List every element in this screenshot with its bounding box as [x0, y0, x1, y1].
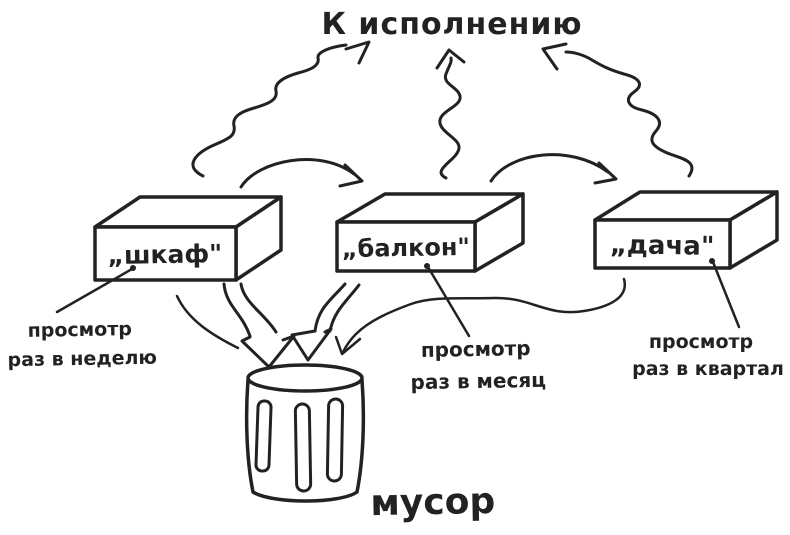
note-shkaf-line2: раз в неделю: [7, 347, 157, 372]
box-balkon-label: „балкон": [342, 233, 471, 263]
box-dacha-label: „дача": [610, 230, 715, 262]
arc-arrow-balkon-to-dacha: [489, 153, 618, 185]
hollow-arrow-balkon-to-trash: [290, 282, 361, 362]
hollow-arrowhead-icon: [240, 334, 296, 369]
pointer-line-note-balkon: [424, 263, 471, 338]
note-dacha: просмотр раз в квартал: [632, 331, 784, 380]
arrowhead-icon: [593, 161, 618, 185]
pointer-line-note-shkaf: [55, 265, 136, 314]
trash-can-body: [244, 378, 366, 503]
arrowhead-icon: [541, 42, 568, 71]
arrowhead-icon: [344, 40, 371, 65]
trash-can-lid: [246, 363, 364, 393]
arrowhead-icon: [435, 48, 466, 70]
note-balkon-line1: просмотр: [421, 336, 531, 362]
arrowhead-icon: [334, 335, 362, 356]
trash-can-slot: [325, 397, 345, 483]
box-dacha: „дача": [593, 190, 779, 270]
pointer-dot: [424, 263, 430, 269]
box-balkon: „балкон": [335, 192, 525, 273]
pointer-dot: [709, 258, 715, 264]
wavy-arrow-balkon-to-title: [435, 48, 466, 180]
note-shkaf-line1: просмотр: [27, 318, 132, 342]
trash-label: мусор: [370, 481, 495, 524]
thin-curve-shkaf-to-trash: [175, 294, 240, 350]
hollow-arrow-shkaf-to-trash: [222, 282, 296, 369]
note-dacha-line2: раз в квартал: [632, 358, 784, 380]
trash-can-slot: [293, 402, 313, 493]
note-dacha-line1: просмотр: [649, 331, 753, 353]
arc-arrow-shkaf-to-balkon: [239, 158, 364, 189]
note-balkon-line2: раз в месяц: [410, 368, 546, 394]
note-shkaf: просмотр раз в неделю: [7, 318, 157, 372]
trash-can-slot: [254, 399, 273, 473]
note-balkon: просмотр раз в месяц: [410, 336, 546, 394]
trash-can: [244, 363, 366, 503]
box-shkaf-label: „шкаф": [107, 239, 222, 270]
arrowhead-icon: [338, 163, 364, 188]
pointer-line-note-dacha: [709, 258, 741, 329]
pointer-dot: [130, 265, 136, 271]
diagram-title: К исполнению: [321, 7, 582, 42]
box-shkaf: „шкаф": [93, 195, 283, 282]
wavy-arrow-shkaf-to-title: [191, 40, 371, 178]
thin-arrow-dacha-to-trash: [334, 277, 627, 356]
wavy-arrow-dacha-to-title: [541, 42, 694, 178]
hollow-arrowhead-icon: [290, 327, 333, 362]
